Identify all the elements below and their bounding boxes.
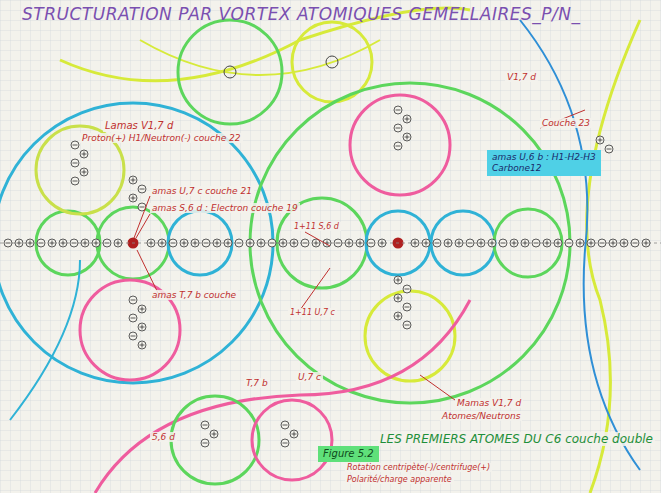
annotation-label: Proton(+) H1/Neutron(-) couche 22 — [80, 133, 243, 143]
annotation-label: U,7 c — [296, 372, 323, 382]
highlight-box: amas U,6 b : H1-H2-H3Carbone12 — [487, 150, 601, 176]
highlight-box: Figure 5.2 — [318, 446, 379, 462]
annotation-label: T,7 b — [244, 378, 270, 388]
annotation-label: amas U,7 c couche 21 — [150, 186, 254, 196]
annotation-label: V1,7 d — [505, 72, 538, 82]
annotation-label: 1+11 U,7 c — [288, 308, 337, 317]
annotation-label: 5,6 d — [150, 432, 177, 442]
diagram-title: STRUCTURATION PAR VORTEX ATOMIQUES GEMEL… — [22, 4, 581, 24]
annotation-label: Couche 23 — [540, 118, 592, 128]
box-text: amas U,6 b : H1-H2-H3 — [492, 152, 596, 163]
annotation-label: Atomes/Neutrons — [440, 411, 522, 421]
box-text: Carbone12 — [492, 163, 596, 174]
annotation-label: Mamas V1,7 d — [455, 398, 523, 408]
annotation-label: Polarité/charge apparente — [345, 475, 454, 484]
annotation-label: Lamas V1,7 d — [103, 120, 175, 132]
annotation-label: Rotation centripète(-)/centrifuge(+) — [345, 463, 492, 472]
box-text: Figure 5.2 — [323, 448, 374, 460]
figure-caption: LES PREMIERS ATOMES DU C6 couche double — [378, 432, 655, 446]
annotation-label: amas S,6 d : Electron couche 19 — [150, 203, 300, 213]
annotation-label: amas T,7 b couche — [150, 290, 238, 300]
annotation-label: 1+11 S,6 d — [292, 222, 341, 231]
